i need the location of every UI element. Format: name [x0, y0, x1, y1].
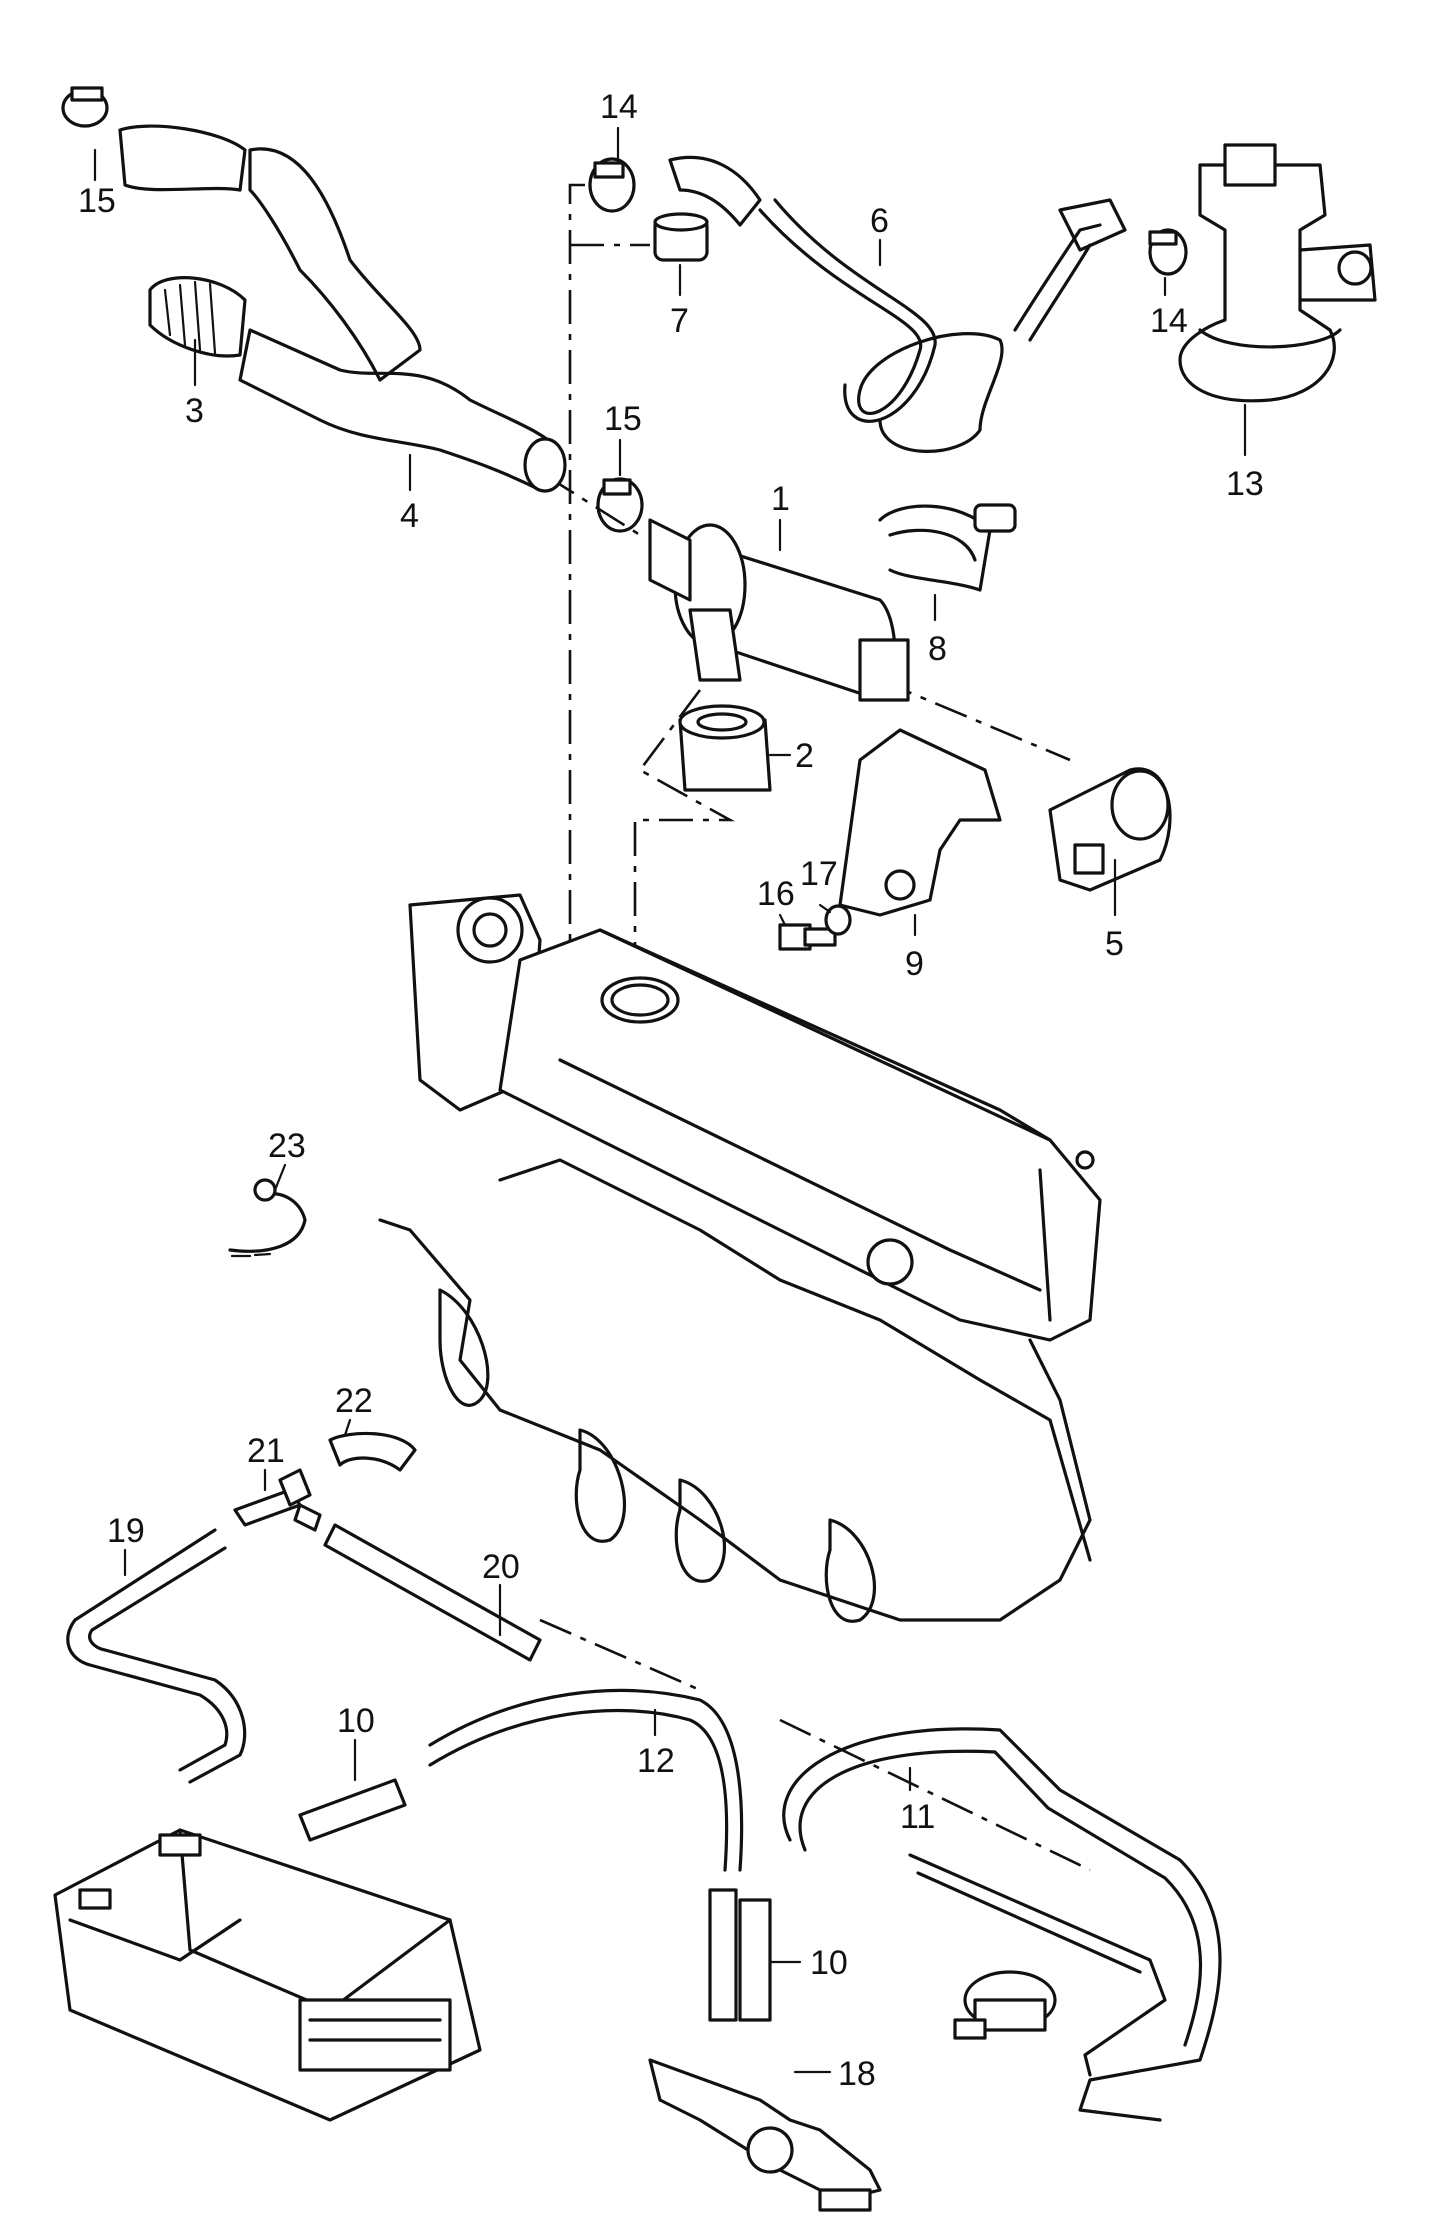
callout-10-left: 10 [337, 1702, 375, 1740]
seal-2 [678, 704, 772, 792]
callout-18: 18 [838, 2055, 876, 2093]
callout-5: 5 [1105, 925, 1124, 963]
bolt-16 [778, 923, 837, 951]
callout-6: 6 [870, 202, 889, 240]
callout-12: 12 [637, 1742, 675, 1780]
control-unit [53, 1828, 482, 2122]
callout-10-right: 10 [810, 1944, 848, 1982]
hose-11 [782, 1727, 1222, 2122]
intake-manifold-runners [378, 1158, 1092, 1623]
idle-valve-1 [648, 518, 910, 702]
callout-17: 17 [800, 855, 838, 893]
valve-13 [1178, 143, 1377, 403]
callout-2: 2 [795, 737, 814, 775]
callout-1: 1 [771, 480, 790, 518]
intake-plenum [498, 928, 1102, 1342]
mount-5 [1048, 767, 1172, 892]
washer-17 [824, 904, 852, 936]
hose-20 [323, 1523, 542, 1662]
t-piece-21 [233, 1468, 322, 1532]
callout-23: 23 [268, 1127, 306, 1165]
pressure-regulator [953, 1970, 1057, 2040]
callout-11: 11 [900, 1798, 935, 1836]
hose-19 [66, 1528, 247, 1784]
leader-lines [93, 126, 1247, 2074]
callout-13: 13 [1226, 465, 1264, 503]
bracket-clamp-8 [878, 503, 1017, 592]
hose-clamp-14-top [588, 157, 636, 213]
callout-22: 22 [335, 1382, 373, 1420]
bracket-9 [838, 728, 1002, 917]
callout-8: 8 [928, 630, 947, 668]
callout-7: 7 [670, 302, 689, 340]
cable-tie-23 [228, 1178, 307, 1258]
hose-12 [428, 1688, 744, 1872]
boot-3 [148, 276, 247, 358]
callout-15-middle: 15 [604, 400, 642, 438]
elbow-hose-22 [328, 1431, 417, 1472]
callout-14-top: 14 [600, 88, 638, 126]
callout-14-right: 14 [1150, 302, 1188, 340]
callout-4: 4 [400, 497, 419, 535]
callout-20: 20 [482, 1548, 520, 1586]
callouts: 15 14 6 7 14 13 3 4 15 1 8 2 16 17 9 5 2… [78, 88, 1264, 2093]
sleeve-7 [653, 212, 709, 262]
fuel-distributor-18 [648, 2058, 882, 2212]
hose-clamp-14-right [1148, 228, 1188, 276]
callout-3: 3 [185, 392, 204, 430]
callout-15-top: 15 [78, 182, 116, 220]
hose-6 [668, 155, 1127, 453]
hose-clamp-15-top [61, 86, 109, 128]
callout-16: 16 [757, 875, 795, 913]
hose-clamp-15-middle [596, 477, 644, 533]
sleeve-10-lower [708, 1888, 772, 2022]
hose-4 [118, 124, 567, 493]
callout-21: 21 [247, 1432, 285, 1470]
reference-lines [539, 183, 1091, 1872]
callout-19: 19 [107, 1512, 145, 1550]
callout-9: 9 [905, 945, 924, 983]
sleeve-10-left [298, 1778, 407, 1842]
